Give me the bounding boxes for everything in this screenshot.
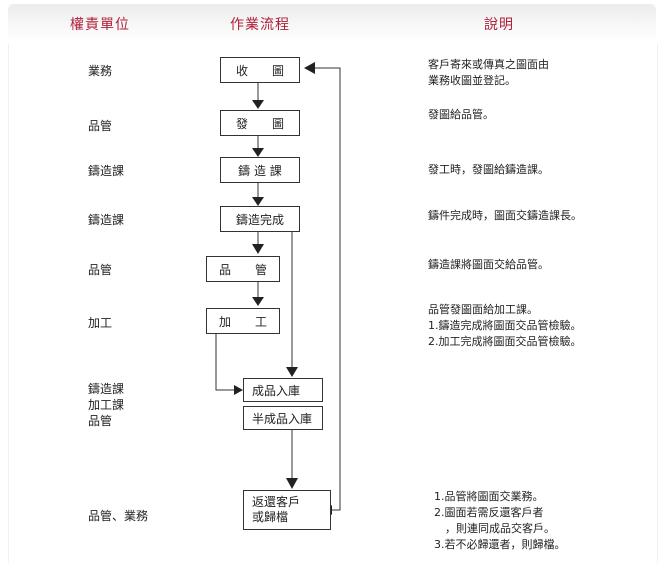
flow-box-issue: 發 圖 bbox=[220, 110, 300, 136]
header-desc: 說明 bbox=[484, 17, 514, 33]
flow-box-machining: 加 工 bbox=[206, 308, 280, 334]
flow-box-casting-dept: 鑄 造 課 bbox=[220, 157, 300, 183]
unit-label: 業務 bbox=[88, 64, 113, 78]
unit-label: 鑄造課 bbox=[88, 213, 125, 227]
flow-box-casting-done: 鑄造完成 bbox=[220, 206, 300, 232]
unit-label: 品管 bbox=[88, 119, 113, 133]
flow-box-finished-storage: 成品入庫 bbox=[243, 378, 323, 402]
feedback-line bbox=[315, 67, 341, 511]
unit-label: 鑄造課 bbox=[88, 382, 125, 396]
header-bar bbox=[8, 4, 656, 42]
unit-label: 品管、業務 bbox=[88, 509, 149, 523]
content-area bbox=[8, 44, 658, 563]
unit-label: 品管 bbox=[88, 414, 113, 428]
description: 品管發圖面給加工課。 1.鑄造完成將圖面交品管檢驗。 2.加工完成將圖面交品管檢… bbox=[428, 303, 582, 348]
unit-label: 加工課 bbox=[88, 398, 125, 412]
arrow-head bbox=[252, 297, 264, 306]
flow-box-receive: 收 圖 bbox=[220, 57, 300, 83]
arrow-head bbox=[286, 367, 298, 377]
unit-label: 加工 bbox=[88, 316, 113, 330]
unit-label: 鑄造課 bbox=[88, 164, 125, 178]
arrow-head bbox=[252, 197, 264, 206]
arrow-head bbox=[252, 148, 264, 157]
flow-box-return-or-file: 返還客戶 或歸檔 bbox=[243, 490, 331, 530]
header-flow: 作業流程 bbox=[230, 17, 290, 33]
description: 客戶寄來或傳真之圖面由 業務收圖並登記。 bbox=[428, 58, 549, 87]
description: 發圖給品管。 bbox=[428, 108, 494, 121]
description: 1.品管將圖面交業務。 2.圖面若需反還客戶者 ，則連同成品交客戶。 3.若不必… bbox=[434, 490, 566, 551]
flow-box-semi-finished-storage: 半成品入庫 bbox=[243, 406, 323, 430]
arrow-head bbox=[304, 62, 315, 74]
flow-box-qc: 品 管 bbox=[206, 256, 280, 282]
header-unit: 權責單位 bbox=[70, 17, 130, 33]
unit-label: 品管 bbox=[88, 263, 113, 277]
arrow-line bbox=[215, 334, 236, 391]
description: 鑄件完成時，圖面交鑄造課長。 bbox=[428, 209, 582, 222]
arrow-head bbox=[286, 478, 298, 489]
arrow-head bbox=[252, 100, 264, 109]
arrow-head bbox=[234, 385, 243, 395]
description: 鑄造課將圖面交給品管。 bbox=[428, 258, 549, 271]
arrow-head bbox=[252, 244, 264, 254]
unit-label-group: 鑄造課 加工課 品管 bbox=[88, 381, 124, 429]
description: 發工時，發圖給鑄造課。 bbox=[428, 163, 549, 176]
